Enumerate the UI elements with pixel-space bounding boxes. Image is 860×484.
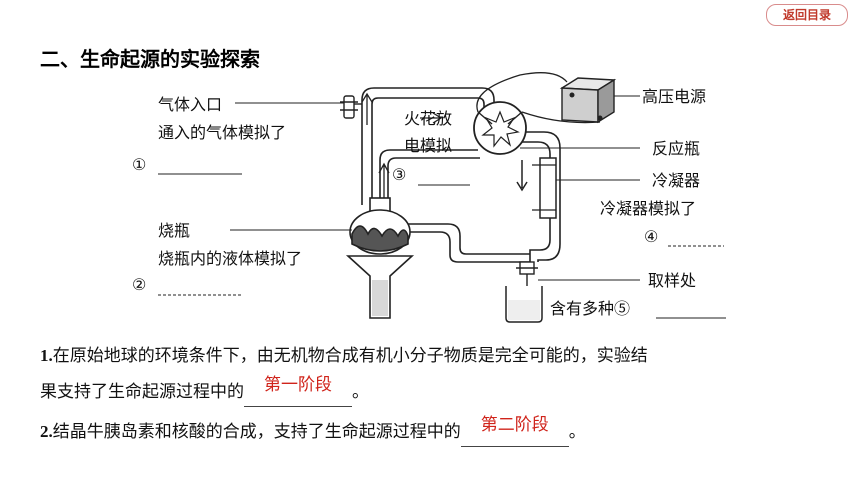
question-1-number: 1. — [40, 346, 53, 365]
label-blank2: ② — [132, 275, 146, 294]
question-1-end: 。 — [352, 382, 369, 402]
label-reaction-flask: 反应瓶 — [652, 139, 700, 158]
flow-arrow-up-2 — [378, 162, 390, 200]
question-2-text: 结晶牛胰岛素和核酸的合成，支持了生命起源过程中的 — [52, 422, 461, 442]
label-sampling: 取样处 — [648, 271, 696, 290]
boiling-flask — [349, 197, 411, 255]
label-condenser: 冷凝器 — [652, 171, 700, 190]
label-condenser-simulate: 冷凝器模拟了 — [600, 199, 696, 218]
label-flask-liquid: 烧瓶内的液体模拟了 — [158, 249, 302, 268]
label-contains-many: 含有多种⑤ — [550, 299, 630, 318]
question-1-line-1: 1.在原始地球的环境条件下，由无机物合成有机小分子物质是完全可能的，实验结 — [40, 342, 648, 370]
label-gas-simulate: 通入的气体模拟了 — [158, 123, 286, 142]
label-gas-inlet: 气体入口 — [158, 95, 222, 114]
heater-funnel — [345, 255, 415, 319]
flow-arrow-down — [516, 160, 528, 192]
high-voltage-power-icon — [559, 77, 617, 124]
flow-arrow-right — [420, 112, 443, 124]
gas-inlet-valve — [340, 95, 362, 119]
question-2-answer: 第二阶段 — [480, 415, 549, 435]
question-2-answer-blank: 第二阶段 — [460, 415, 569, 447]
question-1-answer: 第一阶段 — [264, 375, 332, 395]
question-1-answer-blank: 第一阶段 — [244, 375, 352, 407]
label-blank1: ① — [132, 155, 146, 174]
question-1-line-2: 果支持了生命起源过程中的第一阶段。 — [40, 375, 369, 407]
question-1-text-a: 在原始地球的环境条件下，由无机物合成有机小分子物质是完全可能的，实验结 — [52, 346, 648, 366]
label-flask: 烧瓶 — [158, 221, 190, 240]
label-blank3: ③ — [392, 165, 406, 184]
right-pipe — [520, 141, 551, 262]
section-title: 二、生命起源的实验探索 — [40, 47, 260, 71]
flow-arrow-up-1 — [361, 92, 373, 125]
left-pipe — [361, 87, 495, 205]
sampling-valve — [516, 261, 538, 286]
question-2-line: 2.结晶牛胰岛素和核酸的合成，支持了生命起源过程中的第二阶段。 — [40, 415, 586, 447]
back-to-contents-button[interactable]: 返回目录 — [766, 4, 848, 26]
question-1-text-b: 果支持了生命起源过程中的 — [40, 382, 244, 402]
label-power: 高压电源 — [642, 87, 706, 106]
beaker — [505, 286, 543, 323]
question-2-number: 2. — [40, 422, 53, 441]
question-2-end: 。 — [568, 422, 586, 442]
label-blank4: ④ — [644, 227, 658, 246]
label-spark-2: 电模拟 — [404, 136, 452, 155]
condenser-jacket — [539, 157, 557, 219]
label-spark-1: 火花放 — [404, 109, 452, 128]
miller-experiment-diagram: 气体入口 通入的气体模拟了 ① 烧瓶 烧瓶内的液体模拟了 ② 火花放 电模拟 ③… — [132, 72, 726, 323]
